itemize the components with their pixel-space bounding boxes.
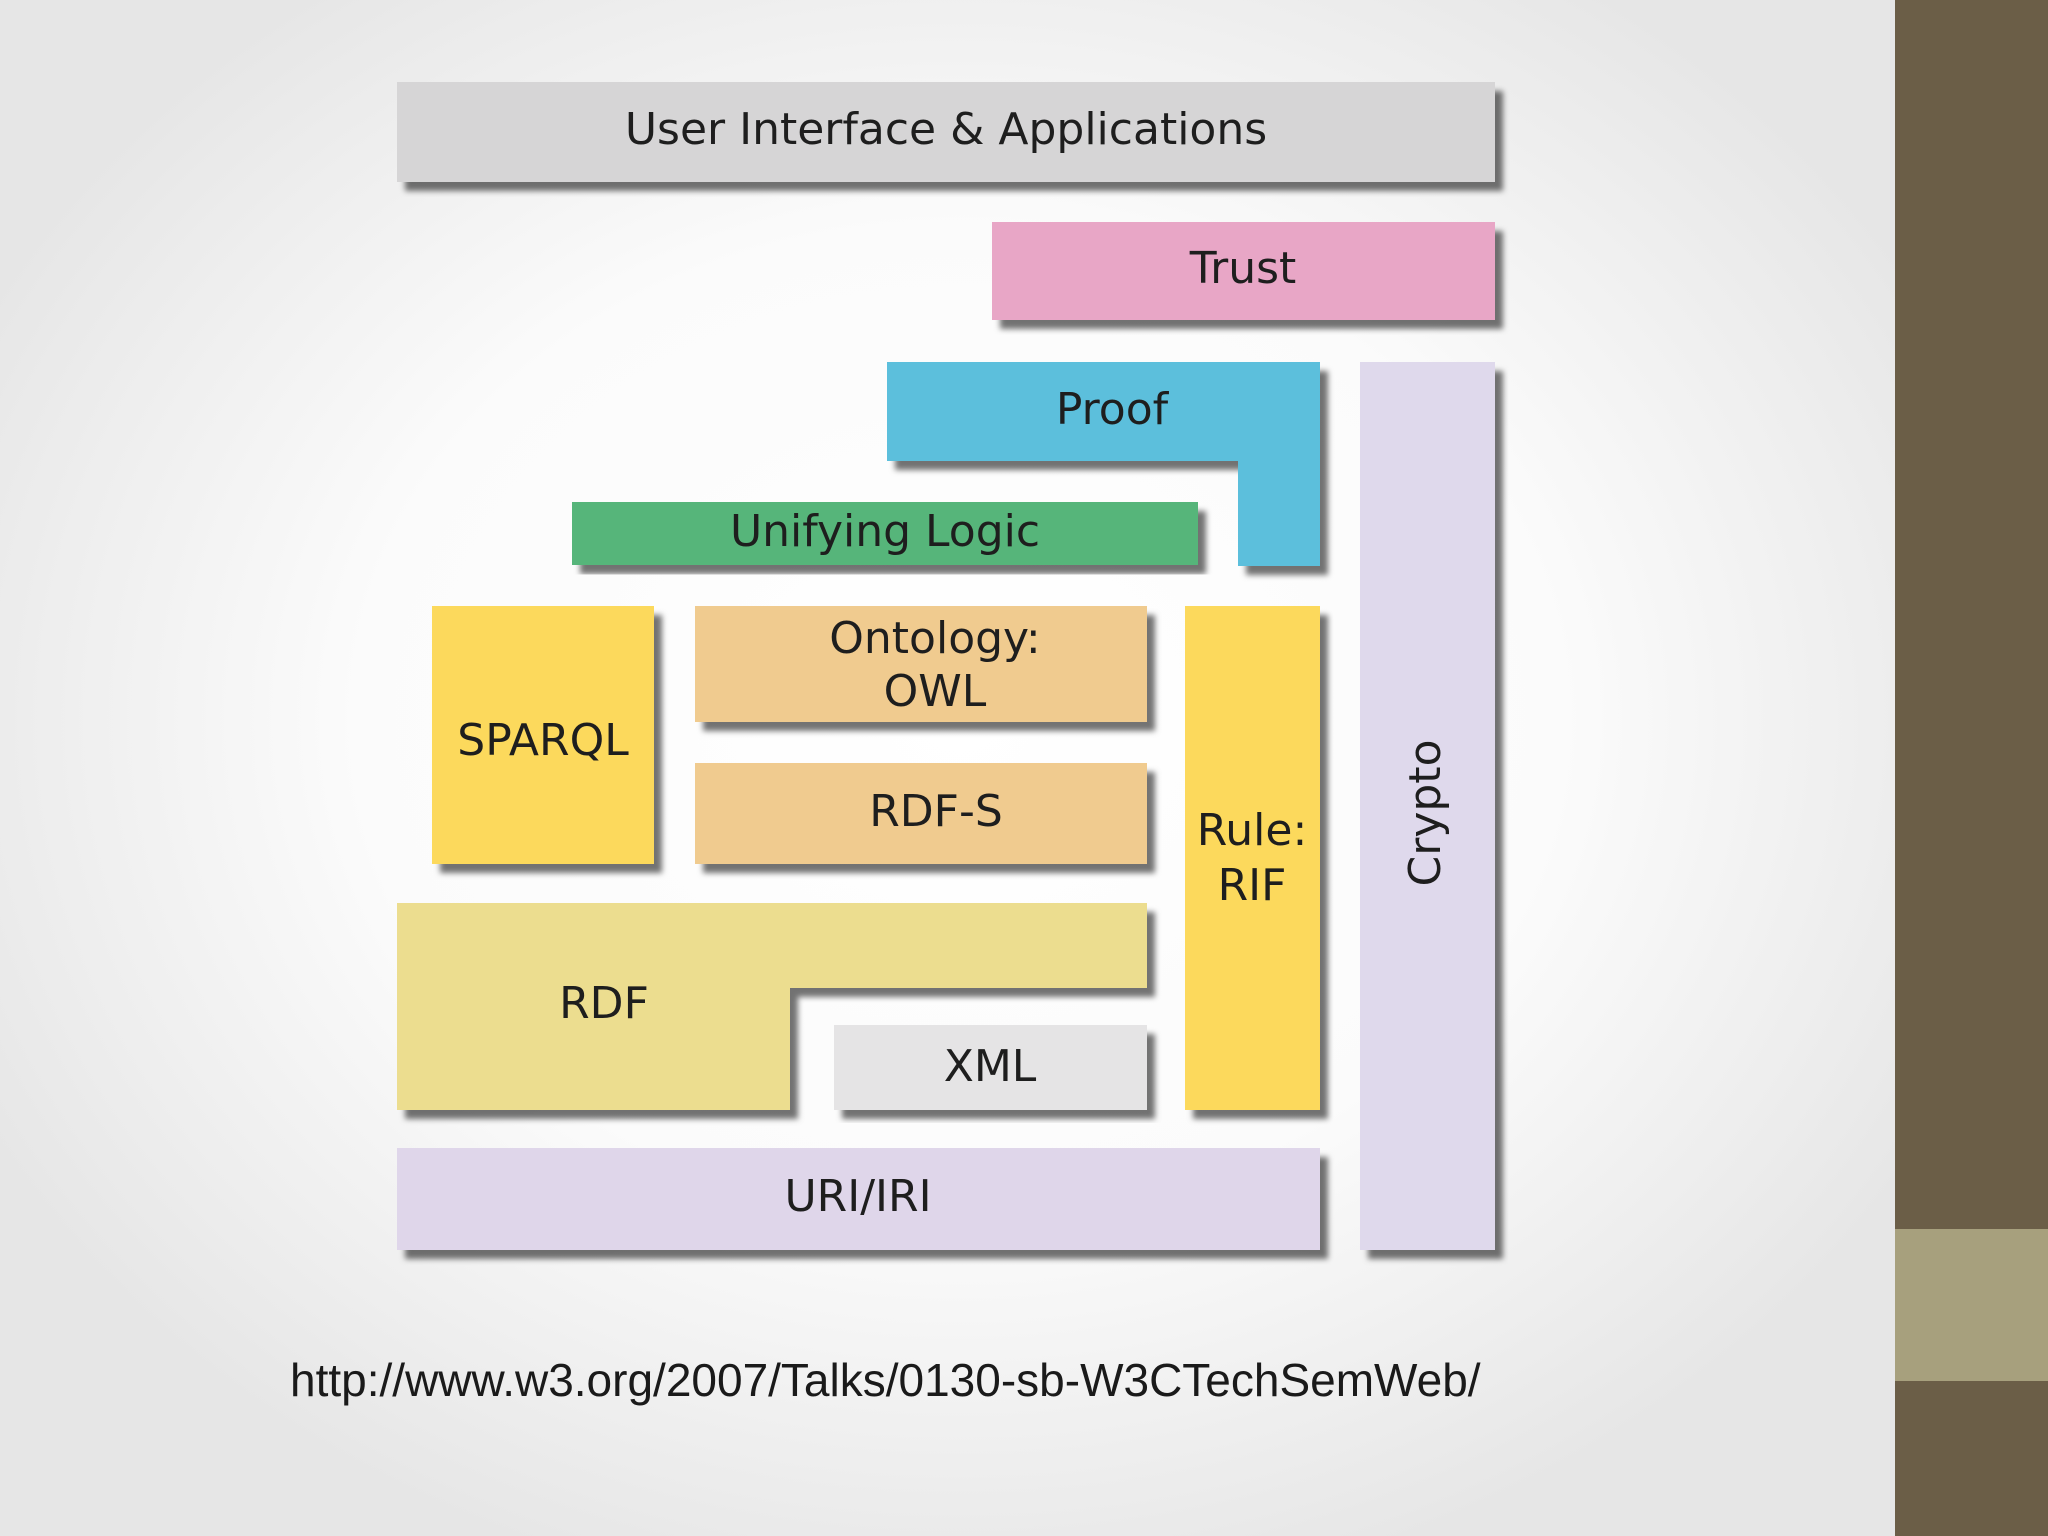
layer-ontology-label-line2: OWL: [884, 666, 987, 717]
layer-sparql: SPARQL: [432, 606, 654, 864]
layer-uri-iri-box: [397, 1148, 1320, 1250]
layer-trust: Trust: [992, 222, 1495, 320]
layer-rule-label-line2: RIF: [1218, 860, 1287, 911]
layer-uri-iri-label: URI/IRI: [784, 1171, 931, 1222]
layer-ontology-owl: Ontology: OWL: [695, 606, 1147, 722]
layer-user-interface: User Interface & Applications: [397, 82, 1495, 182]
layer-proof-label: Proof: [1056, 384, 1170, 435]
source-url-caption: http://www.w3.org/2007/Talks/0130-sb-W3C…: [290, 1354, 1481, 1406]
layer-proof: Proof: [887, 362, 1320, 566]
layer-user-interface-box: [397, 82, 1495, 182]
layer-trust-label: Trust: [1189, 243, 1297, 294]
layer-xml-label: XML: [944, 1041, 1037, 1092]
layer-unifying-logic-label: Unifying Logic: [730, 506, 1040, 557]
layer-crypto-box: [1360, 362, 1495, 1250]
layer-sparql-label: SPARQL: [457, 715, 629, 766]
layer-ontology-owl-box: [695, 606, 1147, 722]
layer-trust-box: [992, 222, 1495, 320]
side-band-accent: [1895, 1229, 2048, 1381]
layer-ontology-label-line1: Ontology:: [829, 613, 1040, 664]
semantic-web-stack-diagram: User Interface & Applications Trust Proo…: [397, 82, 1495, 1250]
layer-proof-box: [887, 362, 1320, 566]
layer-crypto: Crypto: [1360, 362, 1495, 1250]
layer-rdfs: RDF-S: [695, 763, 1147, 864]
side-band-bottom: [1895, 1381, 2048, 1536]
layer-xml: XML: [834, 1025, 1147, 1110]
layer-rule-rif: Rule: RIF: [1185, 606, 1320, 1110]
layer-rdfs-label: RDF-S: [869, 786, 1003, 837]
layer-uri-iri: URI/IRI: [397, 1148, 1320, 1250]
layer-user-interface-label: User Interface & Applications: [625, 104, 1267, 155]
layer-sparql-box: [432, 606, 654, 864]
layer-unifying-logic: Unifying Logic: [572, 502, 1198, 565]
side-band-top: [1895, 0, 2048, 1229]
layer-rule-label-line1: Rule:: [1197, 805, 1308, 856]
layer-xml-box: [834, 1025, 1147, 1110]
layer-unifying-logic-box: [572, 502, 1198, 565]
layer-rdf: RDF: [397, 903, 1147, 1110]
layer-rule-rif-box: [1185, 606, 1320, 1110]
layer-rdf-label: RDF: [559, 978, 649, 1029]
layer-crypto-label: Crypto: [1400, 740, 1451, 887]
layer-rdfs-box: [695, 763, 1147, 864]
layer-rdf-box: [397, 903, 1147, 1110]
